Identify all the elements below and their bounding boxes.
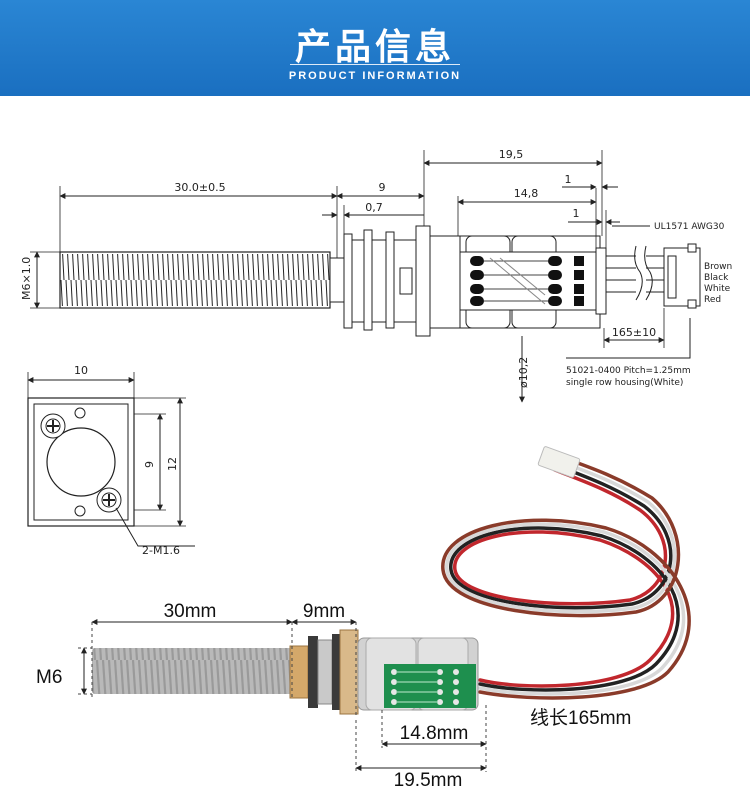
motor-endcap xyxy=(429,235,461,329)
cable-bundle xyxy=(441,456,691,700)
pcb-pads xyxy=(470,256,584,306)
dim-pin-offset-1: 1 xyxy=(565,173,572,186)
dim-gear-plate: 0,7 xyxy=(365,201,383,214)
page-subtitle: PRODUCT INFORMATION xyxy=(288,70,462,82)
dim-total-length: 19,5 xyxy=(499,148,524,161)
dim-end-outer: 12 xyxy=(166,457,179,471)
photo-dim-screw: 30mm xyxy=(164,601,217,622)
photo-brass-collar xyxy=(289,645,309,699)
title-divider xyxy=(290,64,460,65)
photo-mount-plate xyxy=(339,629,359,715)
photo-dim-total: 19.5mm xyxy=(394,770,463,791)
page-title: 产品信息 xyxy=(294,27,455,68)
wire-color-brown: Brown xyxy=(704,262,732,272)
connector-spec: 51021-0400 Pitch=1.25mm xyxy=(566,366,691,376)
lead-screw-thread xyxy=(60,254,330,306)
dim-holes: 2-M1.6 xyxy=(142,544,180,557)
photo-cable-length: 线长165mm xyxy=(530,707,631,729)
mount-flange xyxy=(415,225,431,337)
dim-gear-length: 9 xyxy=(379,181,386,194)
end-view: 10 9 12 2-M1.6 xyxy=(27,364,195,557)
header-banner: 产品信息 PRODUCT INFORMATION xyxy=(0,0,750,96)
gear-collar xyxy=(329,257,345,303)
connector-housing: single row housing(White) xyxy=(566,378,683,388)
wire-color-red: Red xyxy=(704,295,721,305)
dim-pin-offset-2: 1 xyxy=(573,207,580,220)
dim-screw-length: 30.0±0.5 xyxy=(174,181,225,194)
photo-pcb xyxy=(384,664,476,708)
wire-color-black: Black xyxy=(704,273,729,283)
lead-wires xyxy=(606,255,664,293)
gear-plate-2 xyxy=(363,229,373,331)
wire-color-white: White xyxy=(704,284,731,294)
pcb-traces xyxy=(484,257,548,305)
photo-dim-motor: 14.8mm xyxy=(400,723,469,744)
dim-end-width: 10 xyxy=(74,364,88,377)
photo-connector xyxy=(537,446,581,478)
wire-spec-label: UL1571 AWG30 xyxy=(654,222,725,232)
dim-thread-size: M6×1.0 xyxy=(20,257,33,300)
dim-cable-length: 165±10 xyxy=(612,326,656,339)
motor-bore xyxy=(46,427,116,497)
dim-diameter: ø10,2 xyxy=(517,357,530,388)
photo-dim-thread: M6 xyxy=(36,667,62,688)
photo-dim-gear: 9mm xyxy=(303,601,345,622)
product-photo: 30mm 9mm M6 14.8mm 19.5mm 线长165mm xyxy=(36,446,691,791)
gear-plate-1 xyxy=(343,233,353,329)
dim-motor-length: 14,8 xyxy=(514,187,539,200)
side-view: Brown Black White Red 30.0±0.5 9 0,7 19,… xyxy=(20,148,732,403)
dim-end-inner: 9 xyxy=(143,461,156,468)
